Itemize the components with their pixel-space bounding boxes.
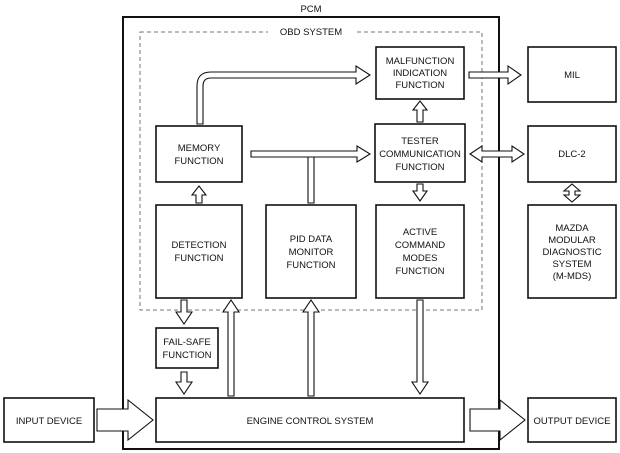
active-command-modes-function-block: ACTIVE COMMAND MODES FUNCTION: [375, 204, 465, 299]
svg-text:MALFUNCTION: MALFUNCTION: [386, 56, 455, 67]
memory-function-block: MEMORY FUNCTION: [155, 125, 243, 183]
tester-dlc2-bidirectional-arrow: [469, 144, 525, 164]
engine-control-to-output-device-arrow: [469, 398, 526, 442]
mil-block: MIL: [527, 46, 617, 103]
tester-to-malfunction-indication-arrow: [411, 100, 429, 123]
memory-to-malfunction-indication-arrow: [196, 64, 372, 125]
fail-safe-function-block: FAIL-SAFE FUNCTION: [155, 327, 219, 369]
fail-safe-to-engine-control-arrow: [174, 371, 194, 395]
detection-to-memory-arrow: [190, 185, 208, 204]
svg-text:MODES: MODES: [403, 253, 438, 264]
svg-text:FUNCTION: FUNCTION: [174, 156, 223, 167]
pcm-label: PCM: [300, 4, 321, 15]
svg-text:SYSTEM: SYSTEM: [552, 259, 591, 270]
svg-text:MAZDA: MAZDA: [555, 223, 589, 234]
svg-text:FAIL-SAFE: FAIL-SAFE: [163, 337, 211, 348]
svg-text:FUNCTION: FUNCTION: [174, 253, 223, 264]
pid-data-monitor-function-block: PID DATA MONITOR FUNCTION: [265, 204, 357, 299]
svg-text:INPUT DEVICE: INPUT DEVICE: [16, 416, 82, 427]
svg-text:MODULAR: MODULAR: [548, 235, 596, 246]
output-device-block: OUTPUT DEVICE: [527, 397, 617, 443]
svg-text:FUNCTION: FUNCTION: [395, 80, 444, 91]
obd-system-label: OBD SYSTEM: [280, 27, 342, 38]
svg-text:FUNCTION: FUNCTION: [395, 162, 444, 173]
detection-function-block: DETECTION FUNCTION: [155, 204, 243, 299]
svg-text:MONITOR: MONITOR: [289, 247, 334, 258]
engine-control-to-pid-monitor-arrow: [301, 299, 321, 397]
tester-communication-function-block: TESTER COMMUNICATION FUNCTION: [374, 123, 466, 183]
input-device-block: INPUT DEVICE: [3, 397, 95, 443]
svg-text:MEMORY: MEMORY: [178, 143, 221, 154]
svg-text:FUNCTION: FUNCTION: [286, 260, 335, 271]
dlc2-mmds-bidirectional-arrow: [562, 183, 582, 203]
svg-text:ACTIVE: ACTIVE: [403, 227, 437, 238]
svg-text:ENGINE CONTROL SYSTEM: ENGINE CONTROL SYSTEM: [247, 416, 374, 427]
pid-monitor-to-tester-communication-connector: [307, 156, 315, 204]
svg-text:MIL: MIL: [564, 70, 580, 81]
svg-text:OUTPUT DEVICE: OUTPUT DEVICE: [534, 416, 611, 427]
engine-control-system-block: ENGINE CONTROL SYSTEM: [155, 397, 465, 443]
active-command-to-engine-control-arrow: [410, 299, 430, 395]
svg-text:DETECTION: DETECTION: [172, 240, 227, 251]
svg-text:DLC-2: DLC-2: [558, 149, 585, 160]
malfunction-to-mil-arrow: [468, 64, 522, 86]
input-device-to-engine-control-arrow: [96, 398, 154, 442]
dlc2-block: DLC-2: [527, 125, 617, 183]
engine-control-to-detection-arrow: [221, 299, 241, 397]
svg-text:COMMAND: COMMAND: [395, 240, 445, 251]
svg-text:COMMUNICATION: COMMUNICATION: [379, 149, 461, 160]
svg-text:PID DATA: PID DATA: [290, 234, 333, 245]
mazda-mds-block: MAZDA MODULAR DIAGNOSTIC SYSTEM (M-MDS): [527, 204, 617, 299]
tester-to-active-command-arrow: [411, 183, 429, 202]
svg-text:FUNCTION: FUNCTION: [395, 266, 444, 277]
svg-text:INDICATION: INDICATION: [393, 68, 447, 79]
svg-text:(M-MDS): (M-MDS): [553, 271, 592, 282]
svg-text:FUNCTION: FUNCTION: [162, 350, 211, 361]
detection-to-fail-safe-arrow: [174, 299, 194, 325]
memory-to-tester-communication-arrow: [250, 145, 372, 163]
pcm-container: [122, 16, 500, 450]
svg-text:DIAGNOSTIC: DIAGNOSTIC: [542, 247, 601, 258]
malfunction-indication-function-block: MALFUNCTION INDICATION FUNCTION: [375, 46, 465, 100]
svg-text:TESTER: TESTER: [401, 136, 439, 147]
